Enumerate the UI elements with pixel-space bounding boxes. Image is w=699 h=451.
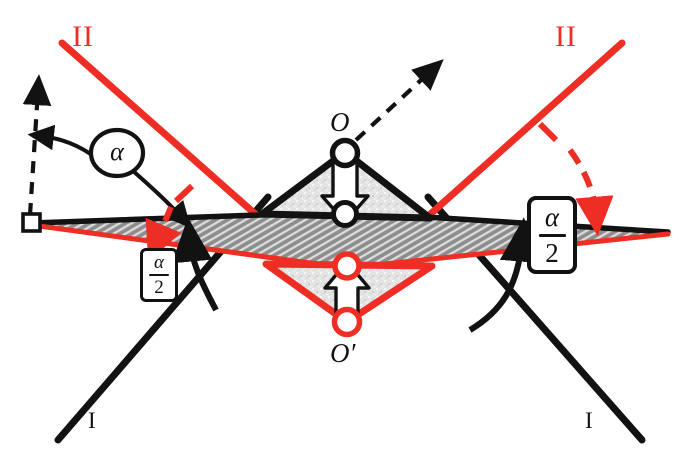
alpha-arc-to-normal (27, 124, 98, 160)
fraction-bar-left (149, 274, 169, 276)
right-angle-marker (21, 212, 42, 233)
half-angle-numerator-right: α (544, 201, 560, 232)
label-point-o-prime: O′ (330, 338, 356, 368)
label-roman-one-left: I (88, 408, 96, 433)
label-roman-one-right: I (585, 408, 593, 433)
half-angle-marker-right (537, 121, 614, 237)
half-angle-marker-left (145, 183, 195, 262)
node-o-prime (331, 306, 363, 338)
line-II-left (58, 39, 292, 247)
dashed-normal-arrow-left (22, 74, 52, 216)
half-angle-numerator-left: α (154, 252, 164, 273)
half-angle-box-left: α 2 (140, 248, 178, 302)
alpha-bubble-outline (88, 127, 146, 179)
half-angle-denominator-left: 2 (154, 277, 164, 298)
fraction-bar-right (538, 233, 566, 237)
node-o-lower (331, 200, 359, 228)
node-o-prime-upper (332, 251, 362, 281)
alpha-arc-to-line-II (130, 168, 191, 229)
line-II-right (394, 39, 626, 247)
node-o-upper (329, 137, 361, 169)
label-roman-two-left: II (72, 20, 94, 53)
label-point-o: O (330, 107, 350, 137)
label-roman-two-right: II (555, 20, 577, 53)
half-angle-arc-left (171, 217, 219, 312)
half-angle-box-right: α 2 (527, 196, 577, 274)
half-angle-denominator-right: 2 (545, 237, 559, 268)
half-angle-arc-right (468, 217, 541, 333)
dashed-normal-arrow-center (354, 59, 444, 142)
